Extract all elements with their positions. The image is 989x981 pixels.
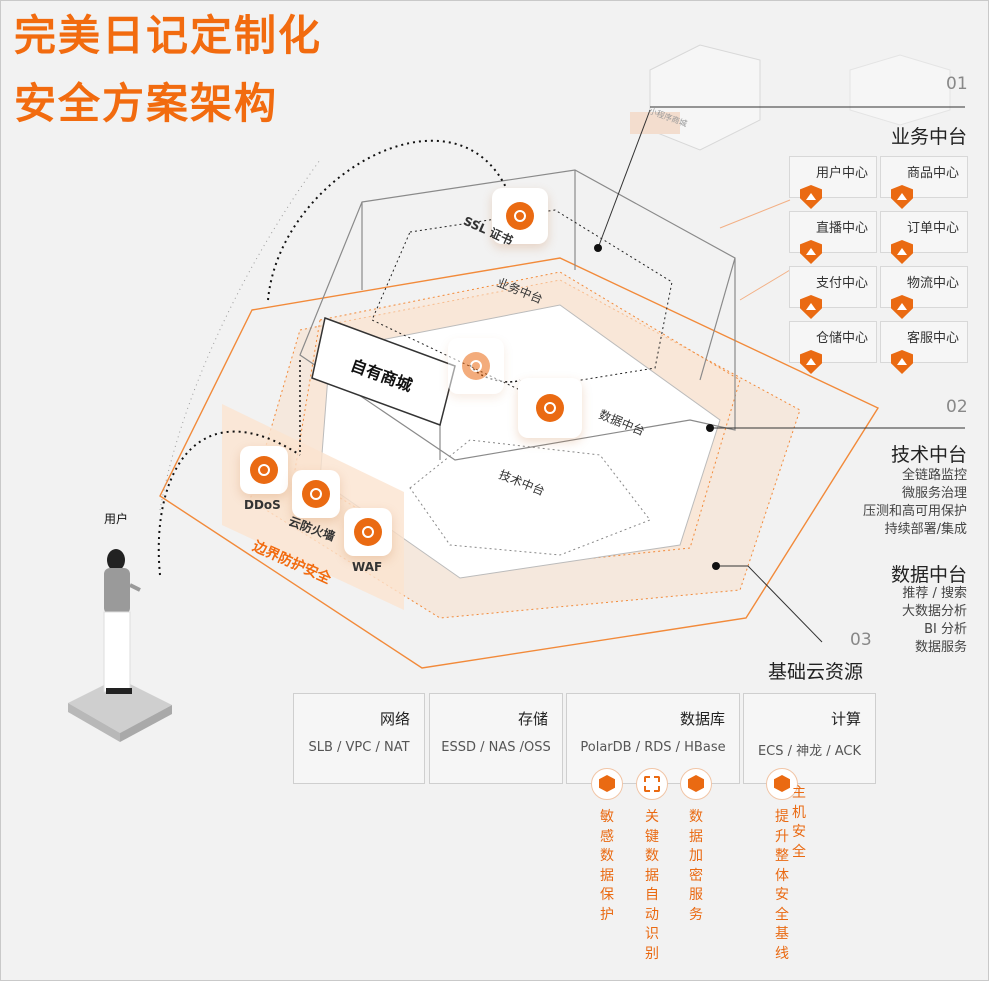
ssl-tile [492, 188, 548, 244]
business-hex [371, 209, 673, 391]
section-01-title: 业务中台 [890, 126, 967, 148]
cloud-icon [462, 352, 490, 380]
shield-icon [800, 350, 822, 374]
feature-baseline: 提升整体安全基线 [766, 768, 798, 964]
firewall-icon [302, 480, 330, 508]
ddos-label: DDoS [244, 498, 281, 512]
user-label: 用户 [104, 512, 129, 526]
section-03-number: 03 [850, 630, 872, 650]
data-center-items: 推荐 / 搜索 大数据分析 BI 分析 数据服务 [901, 586, 967, 655]
feature-host-security: 主机安全 [792, 785, 806, 860]
business-card: 支付中心 [789, 266, 877, 319]
cube-icon [591, 768, 623, 800]
feature-key-data: 关键数据自动识别 [636, 768, 668, 964]
cloud-tile [448, 338, 504, 394]
lock-shield-icon [680, 768, 712, 800]
section-03-title: 基础云资源 [768, 661, 864, 683]
tech-area [409, 439, 651, 556]
foundation-hex [159, 257, 880, 669]
shield-icon [800, 240, 822, 264]
shield-icon [800, 295, 822, 319]
shield-icon [891, 240, 913, 264]
waf-label: WAF [352, 560, 383, 574]
shield-icon [800, 185, 822, 209]
data-center-tile [518, 378, 582, 438]
waf-tile [344, 508, 392, 556]
business-card: 用户中心 [789, 156, 877, 209]
user-figure [103, 549, 141, 694]
host-icon [766, 768, 798, 800]
section-01-number: 01 [946, 74, 968, 94]
user-path-ssl [267, 139, 514, 301]
scan-icon [636, 768, 668, 800]
page-title-line1: 完美日记定制化 [14, 11, 323, 60]
leader-01 [597, 109, 651, 249]
faint-leader-b [739, 269, 791, 301]
section-02-title: 技术中台 [890, 444, 967, 466]
shield-icon [891, 185, 913, 209]
waf-icon [354, 518, 382, 546]
data-center-title: 数据中台 [890, 564, 967, 586]
user-platform [68, 678, 172, 733]
business-card: 直播中心 [789, 211, 877, 264]
section-02-number: 02 [946, 397, 968, 417]
ddos-icon [250, 456, 278, 484]
firewall-tile [292, 470, 340, 518]
mall-to-data [469, 364, 521, 383]
feature-encryption: 数据加密服务 [680, 768, 712, 925]
business-card: 订单中心 [880, 211, 968, 264]
tech-items: 全链路监控 微服务治理 压测和高可用保护 持续部署/集成 [862, 468, 967, 537]
data-shield-icon [536, 394, 564, 422]
leader-03 [716, 565, 823, 643]
faint-leader-a [719, 199, 791, 229]
user-path-low [157, 430, 301, 576]
own-mall-card [311, 316, 456, 426]
business-card: 物流中心 [880, 266, 968, 319]
business-card: 客服中心 [880, 321, 968, 374]
shield-icon [891, 295, 913, 319]
shield-icon [891, 350, 913, 374]
feature-sensitive-data: 敏感数据保护 [591, 768, 623, 925]
ddos-tile [240, 446, 288, 494]
page-title-line2: 安全方案架构 [14, 79, 279, 128]
business-card: 商品中心 [880, 156, 968, 209]
wire-box [299, 169, 736, 461]
business-card: 仓储中心 [789, 321, 877, 374]
certificate-icon [506, 202, 534, 230]
